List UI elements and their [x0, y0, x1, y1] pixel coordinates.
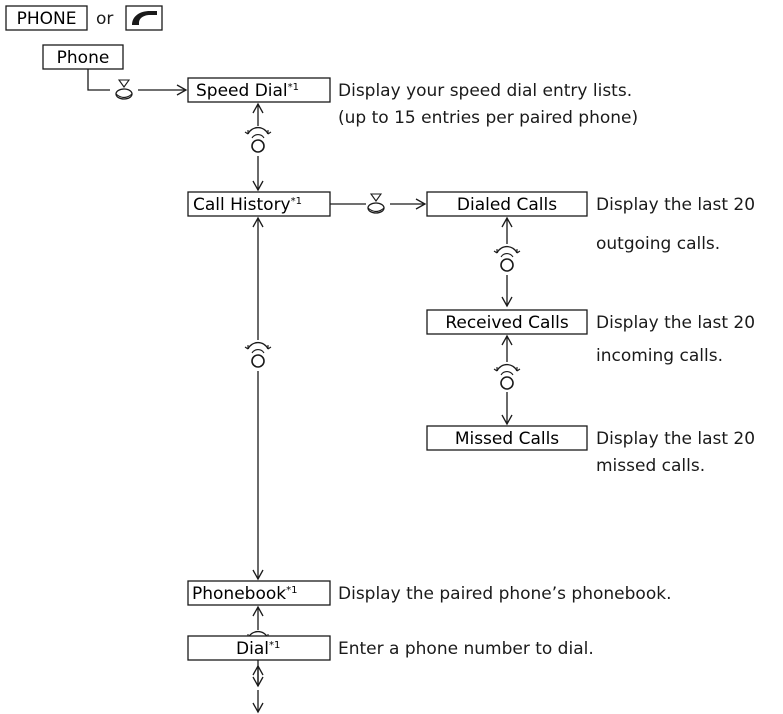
dial-rotate-icon	[244, 341, 272, 368]
dialed-calls-label: Dialed Calls	[457, 195, 557, 215]
dial-press-icon	[367, 193, 385, 214]
dial-desc: Enter a phone number to dial.	[338, 639, 594, 659]
menu-item-phonebook[interactable]: Phonebook*1	[187, 580, 331, 606]
submenu-item-missed-calls[interactable]: Missed Calls	[426, 425, 588, 451]
phonebook-label: Phonebook	[192, 584, 286, 604]
svg-text:Dial*1: Dial*1	[236, 639, 280, 659]
dialed-calls-desc-2: outgoing calls.	[596, 234, 720, 254]
phone-button-label: PHONE	[17, 9, 77, 29]
received-calls-desc-1: Display the last 20	[596, 313, 755, 333]
received-calls-desc-2: incoming calls.	[596, 346, 723, 366]
missed-calls-desc-1: Display the last 20	[596, 429, 755, 449]
missed-calls-label: Missed Calls	[455, 429, 559, 449]
call-history-label: Call History	[193, 195, 291, 215]
dial-rotate-icon	[493, 363, 521, 390]
header-connector: or	[96, 9, 113, 29]
speed-dial-desc-2: (up to 15 entries per paired phone)	[338, 108, 638, 128]
speed-dial-label: Speed Dial	[196, 81, 288, 101]
phone-root[interactable]: Phone	[42, 44, 124, 70]
phone-button-box[interactable]	[5, 5, 88, 31]
dial-press-icon	[115, 79, 133, 100]
speed-dial-note: *1	[288, 82, 299, 93]
dial-label: Dial	[236, 639, 269, 659]
menu-item-call-history[interactable]: Call History*1	[187, 191, 331, 217]
svg-text:Speed Dial*1: Speed Dial*1	[196, 81, 299, 101]
received-calls-label: Received Calls	[445, 313, 568, 333]
menu-item-speed-dial[interactable]: Speed Dial*1	[187, 77, 331, 103]
phone-handset-icon[interactable]	[125, 5, 163, 31]
svg-text:Call History*1: Call History*1	[193, 195, 302, 215]
menu-item-dial[interactable]	[187, 635, 331, 661]
submenu-item-received-calls[interactable]: Received Calls	[426, 309, 588, 335]
phonebook-note: *1	[286, 585, 297, 596]
dial-rotate-icon	[493, 245, 521, 272]
phone-root-label: Phone	[57, 48, 110, 68]
dial-rotate-icon	[244, 126, 272, 153]
svg-text:Phonebook*1: Phonebook*1	[192, 584, 297, 604]
missed-calls-desc-2: missed calls.	[596, 456, 705, 476]
phonebook-desc: Display the paired phone’s phonebook.	[338, 584, 671, 604]
dialed-calls-desc-1: Display the last 20	[596, 195, 755, 215]
submenu-item-dialed-calls[interactable]: Dialed Calls	[426, 191, 588, 217]
header: PHONE or	[5, 5, 163, 31]
dial-note: *1	[269, 640, 280, 651]
call-history-note: *1	[291, 196, 302, 207]
connector-phone	[87, 69, 110, 91]
speed-dial-desc-1: Display your speed dial entry lists.	[338, 81, 632, 101]
